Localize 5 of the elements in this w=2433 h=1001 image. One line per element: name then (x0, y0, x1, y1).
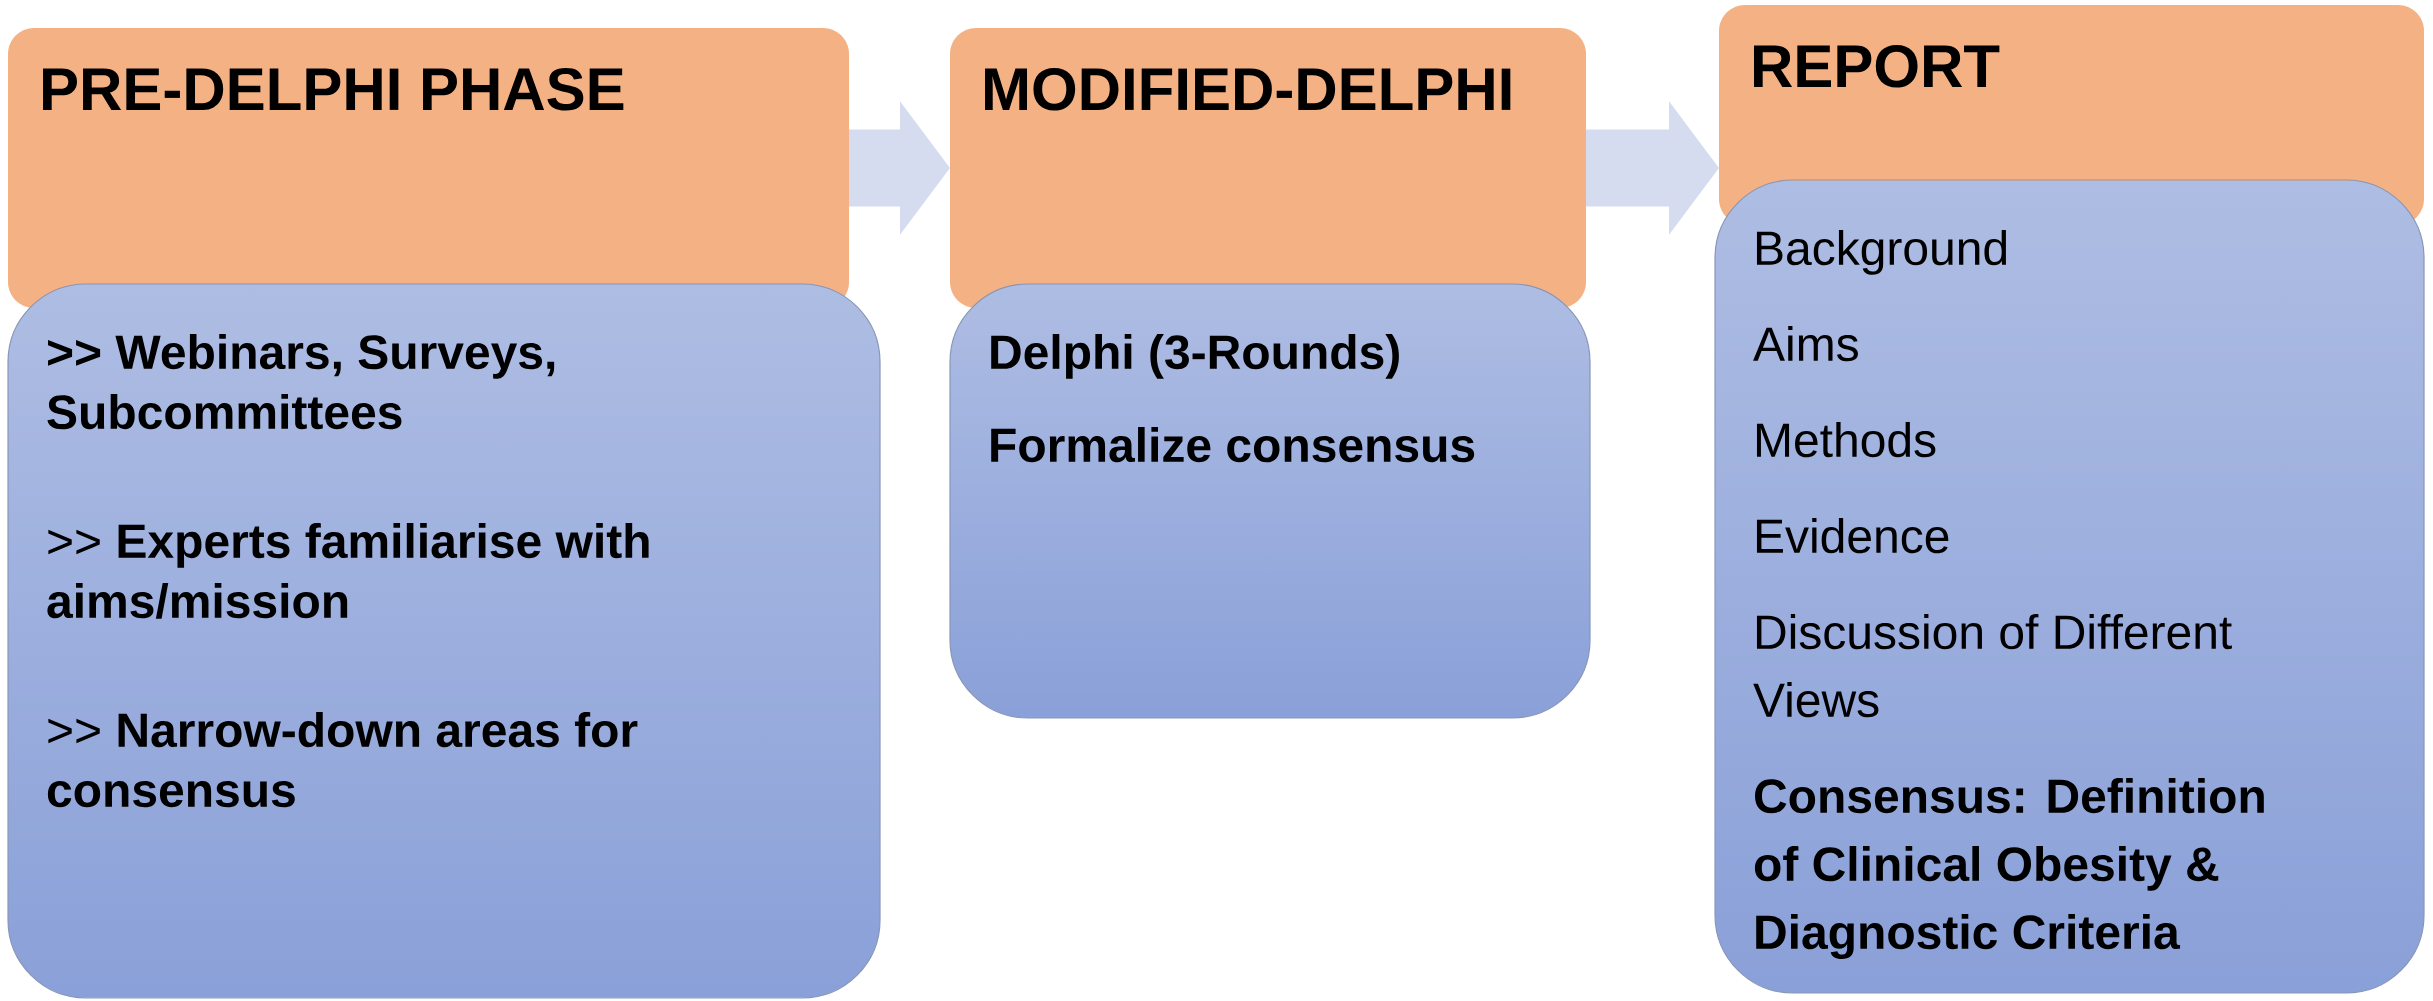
content-box: Delphi (3-Rounds) Formalize consensus (949, 283, 1591, 719)
phase-header-box: PRE-DELPHI PHASE (8, 28, 849, 308)
content-box: >> Webinars, Surveys, Subcommittees >> Experts familiarise with aims/mission >> Narrow-down areas for consensus (7, 283, 881, 999)
phase-header-box: MODIFIED-DELPHI (950, 28, 1586, 308)
content-box: Background Aims Methods Evidence Discussion of Different Views Consensus: Definition of Clinical Obesity & Diagnostic Criteria (1714, 179, 2425, 994)
